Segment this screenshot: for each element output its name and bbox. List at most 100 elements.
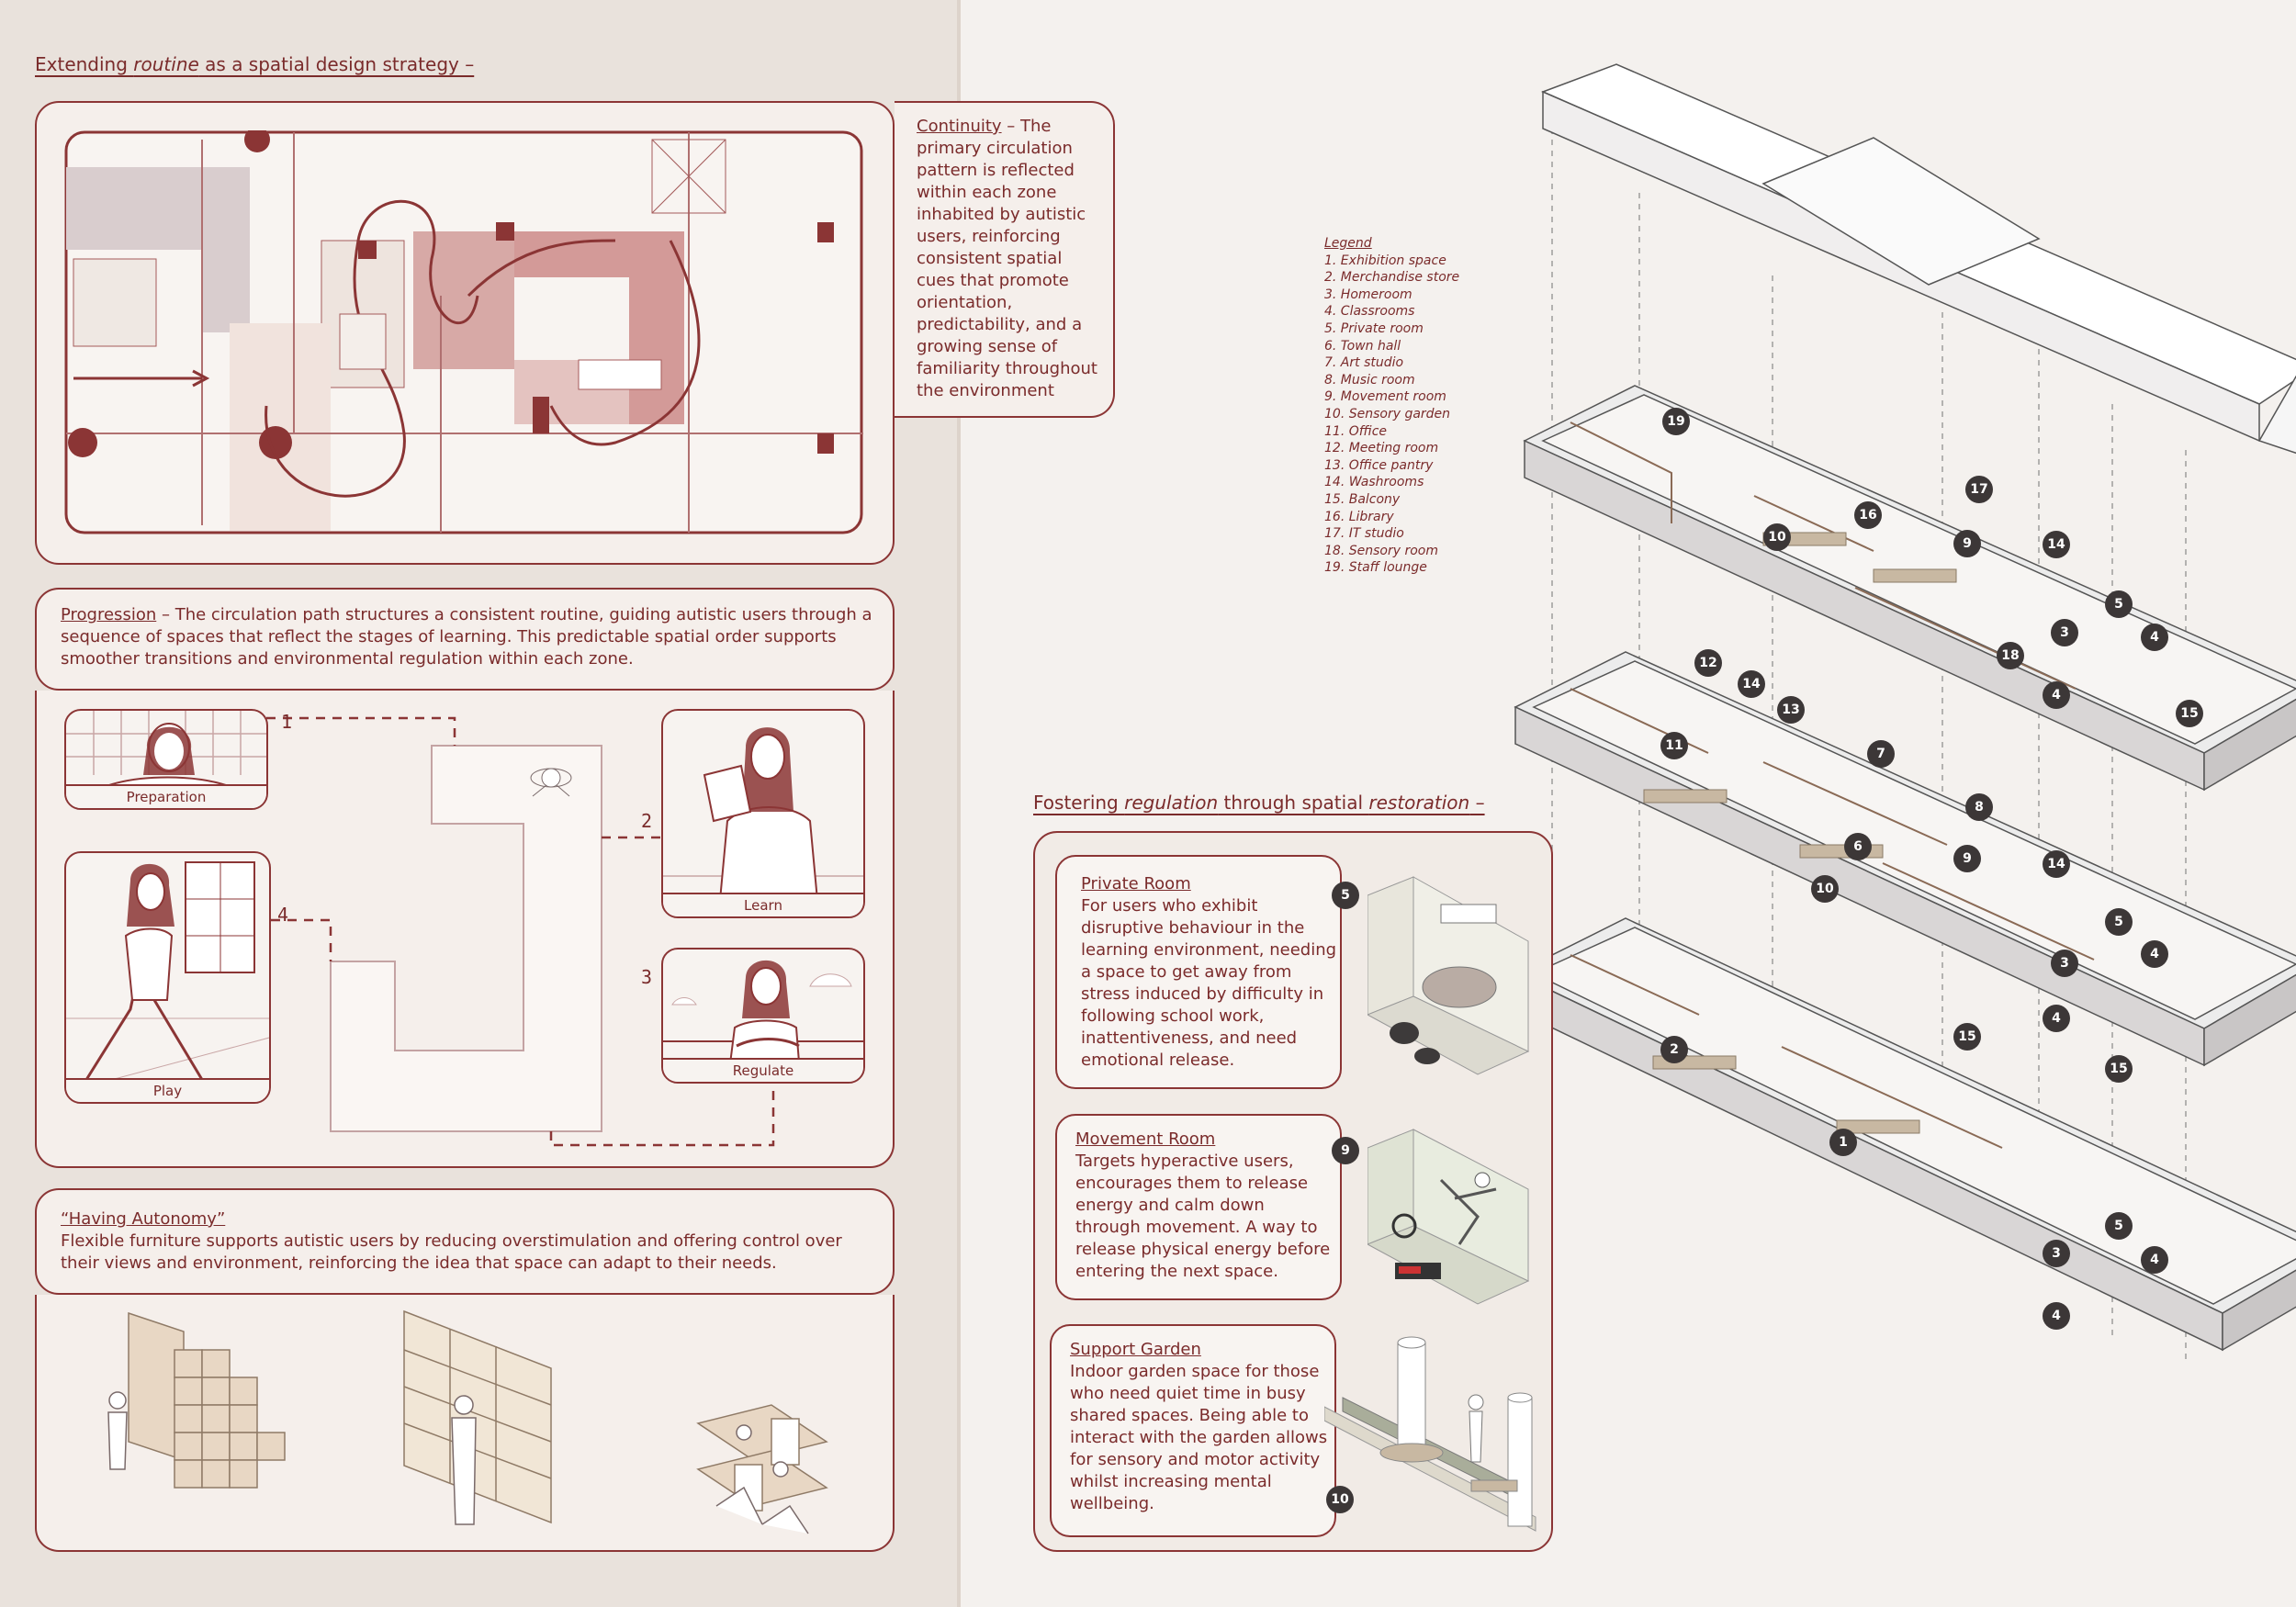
legend-item: 14. Washrooms — [1324, 475, 1424, 490]
support-garden-badge: 10 — [1326, 1486, 1354, 1513]
legend-item: 4. Classrooms — [1324, 304, 1415, 320]
legend-item: 12. Meeting room — [1324, 441, 1439, 456]
legend-item: 7. Art studio — [1324, 355, 1404, 371]
private-room-illustration — [1367, 876, 1530, 1075]
room-badge: 4 — [2043, 681, 2070, 709]
room-badge: 10 — [1763, 523, 1791, 551]
room-badge: 5 — [2105, 590, 2133, 618]
room-badge: 14 — [2043, 531, 2070, 558]
movement-room-text: Targets hyperactive users, encourages th… — [1075, 1152, 1331, 1281]
room-badge: 11 — [1660, 732, 1688, 759]
continuity-text: – The primary circulation pattern is ref… — [917, 117, 1097, 400]
room-badge: 4 — [2043, 1302, 2070, 1330]
legend-item: 8. Music room — [1324, 372, 1415, 388]
step-number-2: 2 — [641, 810, 653, 832]
legend-item: 1. Exhibition space — [1324, 253, 1446, 268]
room-badge: 15 — [1953, 1023, 1981, 1051]
routine-path — [266, 716, 775, 1147]
room-badge: 4 — [2141, 1246, 2168, 1274]
legend-item: 3. Homeroom — [1324, 287, 1412, 302]
room-badge: 19 — [1662, 408, 1690, 435]
room-badge: 4 — [2141, 624, 2168, 651]
private-room-title: Private Room — [1081, 874, 1191, 893]
preparation-panel: Preparation — [64, 709, 268, 810]
person-topview-icon — [530, 768, 572, 797]
legend-item: 2. Merchandise store — [1324, 270, 1460, 286]
room-badge: 8 — [1965, 793, 1993, 821]
autonomy-card: “Having Autonomy”Flexible furniture supp… — [35, 1188, 895, 1295]
room-badge: 5 — [2105, 1212, 2133, 1240]
regulate-label: Regulate — [663, 1058, 863, 1082]
room-badge: 3 — [2043, 1240, 2070, 1267]
continuity-term: Continuity — [917, 117, 1002, 136]
progression-diagram: Preparation 1 Learn 2 — [35, 691, 895, 1168]
legend-item: 17. IT studio — [1324, 526, 1404, 542]
preparation-label: Preparation — [66, 784, 266, 808]
room-badge: 18 — [1997, 642, 2024, 669]
legend-item: 15. Balcony — [1324, 491, 1401, 507]
support-garden-text: Indoor garden space for those who need q… — [1070, 1362, 1328, 1513]
private-room-badge: 5 — [1332, 882, 1359, 909]
private-room-text: For users who exhibit disruptive behavio… — [1081, 896, 1337, 1070]
exploded-axonometric — [1514, 63, 2296, 1359]
legend-item: 19. Staff lounge — [1324, 560, 1427, 576]
page-fold — [957, 0, 961, 1607]
legend: Legend 1. Exhibition space 2. Merchandis… — [1324, 235, 1459, 577]
support-garden-title: Support Garden — [1070, 1340, 1201, 1359]
movement-room-badge: 9 — [1332, 1137, 1359, 1164]
room-badge: 14 — [1738, 670, 1765, 698]
step-number-4: 4 — [277, 904, 289, 926]
room-badge: 3 — [2051, 950, 2078, 977]
regulate-panel: Regulate — [661, 948, 865, 1084]
room-badge: 14 — [2043, 850, 2070, 878]
room-badge: 7 — [1867, 740, 1895, 768]
room-badge: 9 — [1953, 845, 1981, 872]
room-badge: 17 — [1965, 476, 1993, 503]
progression-text: – The circulation path structures a cons… — [61, 605, 872, 669]
right-heading: Fostering regulation through spatial res… — [1033, 792, 1485, 814]
legend-item: 10. Sensory garden — [1324, 406, 1451, 421]
room-badge: 5 — [2105, 908, 2133, 936]
autonomy-text: Flexible furniture supports autistic use… — [61, 1231, 842, 1273]
continuity-card — [35, 101, 895, 565]
room-badge: 13 — [1777, 696, 1805, 724]
room-badge: 15 — [2176, 700, 2203, 727]
room-badge: 16 — [1854, 501, 1882, 529]
autonomy-illustrations — [35, 1295, 895, 1552]
autonomy-term: “Having Autonomy” — [61, 1209, 226, 1229]
movement-room-title: Movement Room — [1075, 1129, 1216, 1149]
room-badge: 9 — [1953, 530, 1981, 557]
flexible-furniture-drawings — [107, 1309, 828, 1534]
legend-item: 11. Office — [1324, 423, 1388, 439]
room-badge: 10 — [1811, 875, 1839, 903]
learn-figure — [663, 727, 863, 916]
legend-item: 5. Private room — [1324, 320, 1424, 336]
learn-panel: Learn — [661, 709, 865, 918]
circulation-plan — [64, 130, 863, 534]
room-badge: 4 — [2043, 1005, 2070, 1032]
room-badge: 1 — [1829, 1129, 1857, 1156]
step-number-1: 1 — [281, 711, 293, 733]
legend-item: 9. Movement room — [1324, 389, 1446, 405]
legend-item: 16. Library — [1324, 509, 1394, 524]
legend-item: 18. Sensory room — [1324, 543, 1438, 558]
support-garden-illustration — [1324, 1336, 1536, 1532]
room-badge: 3 — [2051, 619, 2078, 646]
room-badge: 15 — [2105, 1055, 2133, 1083]
learn-label: Learn — [663, 893, 863, 916]
room-badge: 12 — [1694, 649, 1722, 677]
play-label: Play — [66, 1078, 269, 1102]
legend-item: 13. Office pantry — [1324, 457, 1434, 473]
movement-room-illustration — [1367, 1129, 1530, 1305]
play-panel: Play — [64, 851, 271, 1104]
room-badge: 2 — [1660, 1036, 1688, 1063]
legend-title: Legend — [1324, 236, 1372, 251]
room-badge: 6 — [1844, 833, 1872, 860]
progression-term: Progression — [61, 605, 157, 624]
room-badge: 4 — [2141, 940, 2168, 968]
